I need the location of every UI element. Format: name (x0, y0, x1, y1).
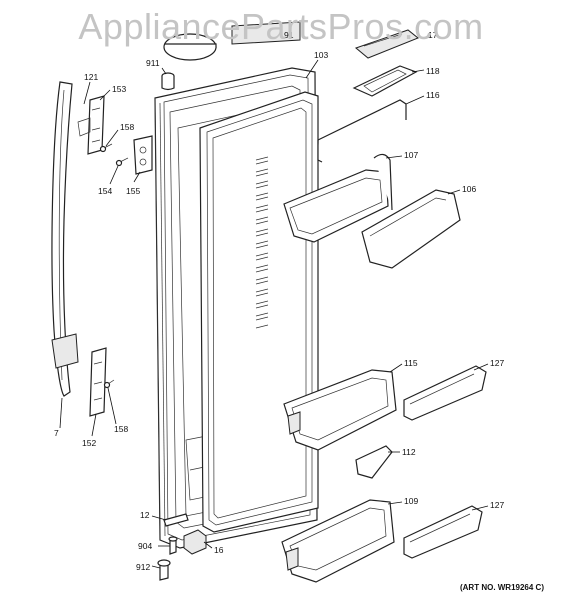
leader-lines (59, 59, 489, 569)
screw-154 (115, 157, 129, 167)
callout-911: 911 (146, 58, 160, 68)
upper-handle-bracket (77, 95, 105, 155)
lower-handle-bracket (89, 347, 107, 417)
art-number: (ART NO. WR19264 C) (459, 583, 544, 592)
callout-106: 106 (462, 184, 476, 194)
hinge-bushing-911 (161, 72, 175, 91)
door-bin-107 (283, 153, 393, 243)
callout-115: 115 (404, 358, 418, 368)
liner-shelf-ribs (255, 156, 269, 329)
door-bin-109 (281, 499, 395, 583)
callout-153: 153 (112, 84, 126, 94)
bin-trim-top-117 (354, 29, 419, 59)
callout-16: 16 (214, 545, 224, 555)
top-cover-part (163, 21, 301, 61)
callout-127-upper: 127 (490, 358, 504, 368)
callout-12: 12 (140, 510, 150, 520)
hinge-plate (133, 135, 153, 175)
callout-107: 107 (404, 150, 418, 160)
callout-116: 116 (426, 90, 440, 100)
callout-17: 17 (428, 30, 438, 40)
door-bin-115 (283, 369, 397, 451)
callout-121: 121 (84, 72, 98, 82)
bin-trim-127-lower (403, 505, 483, 559)
callout-158-lower: 158 (114, 424, 128, 434)
bin-rail-116 (317, 99, 407, 163)
callout-904: 904 (138, 541, 152, 551)
callout-91: 91 (284, 30, 294, 40)
screw-158-lower (103, 379, 115, 389)
callout-152: 152 (82, 438, 96, 448)
callout-154: 154 (98, 186, 112, 196)
callout-155: 155 (126, 186, 140, 196)
door-gasket (199, 91, 319, 533)
door-handle (51, 81, 79, 397)
callout-109: 109 (404, 496, 418, 506)
screw-158-upper (99, 143, 113, 153)
callout-158-upper: 158 (120, 122, 134, 132)
callout-103: 103 (314, 50, 328, 60)
callout-118: 118 (426, 66, 440, 76)
bushing-912 (157, 559, 171, 581)
crisper-bin-106 (361, 189, 461, 269)
callout-912: 912 (136, 562, 150, 572)
callout-labels: 911 91 103 121 153 158 154 155 17 118 11… (54, 30, 504, 572)
hinge-bracket-12 (163, 513, 189, 527)
bin-trim-127-upper (403, 365, 487, 421)
callout-127-lower: 127 (490, 500, 504, 510)
clip-112 (355, 445, 393, 479)
screw-904 (168, 536, 178, 555)
callout-112: 112 (402, 447, 416, 457)
stop-16 (183, 529, 207, 555)
callout-7: 7 (54, 428, 59, 438)
bin-cover-118 (352, 65, 418, 97)
